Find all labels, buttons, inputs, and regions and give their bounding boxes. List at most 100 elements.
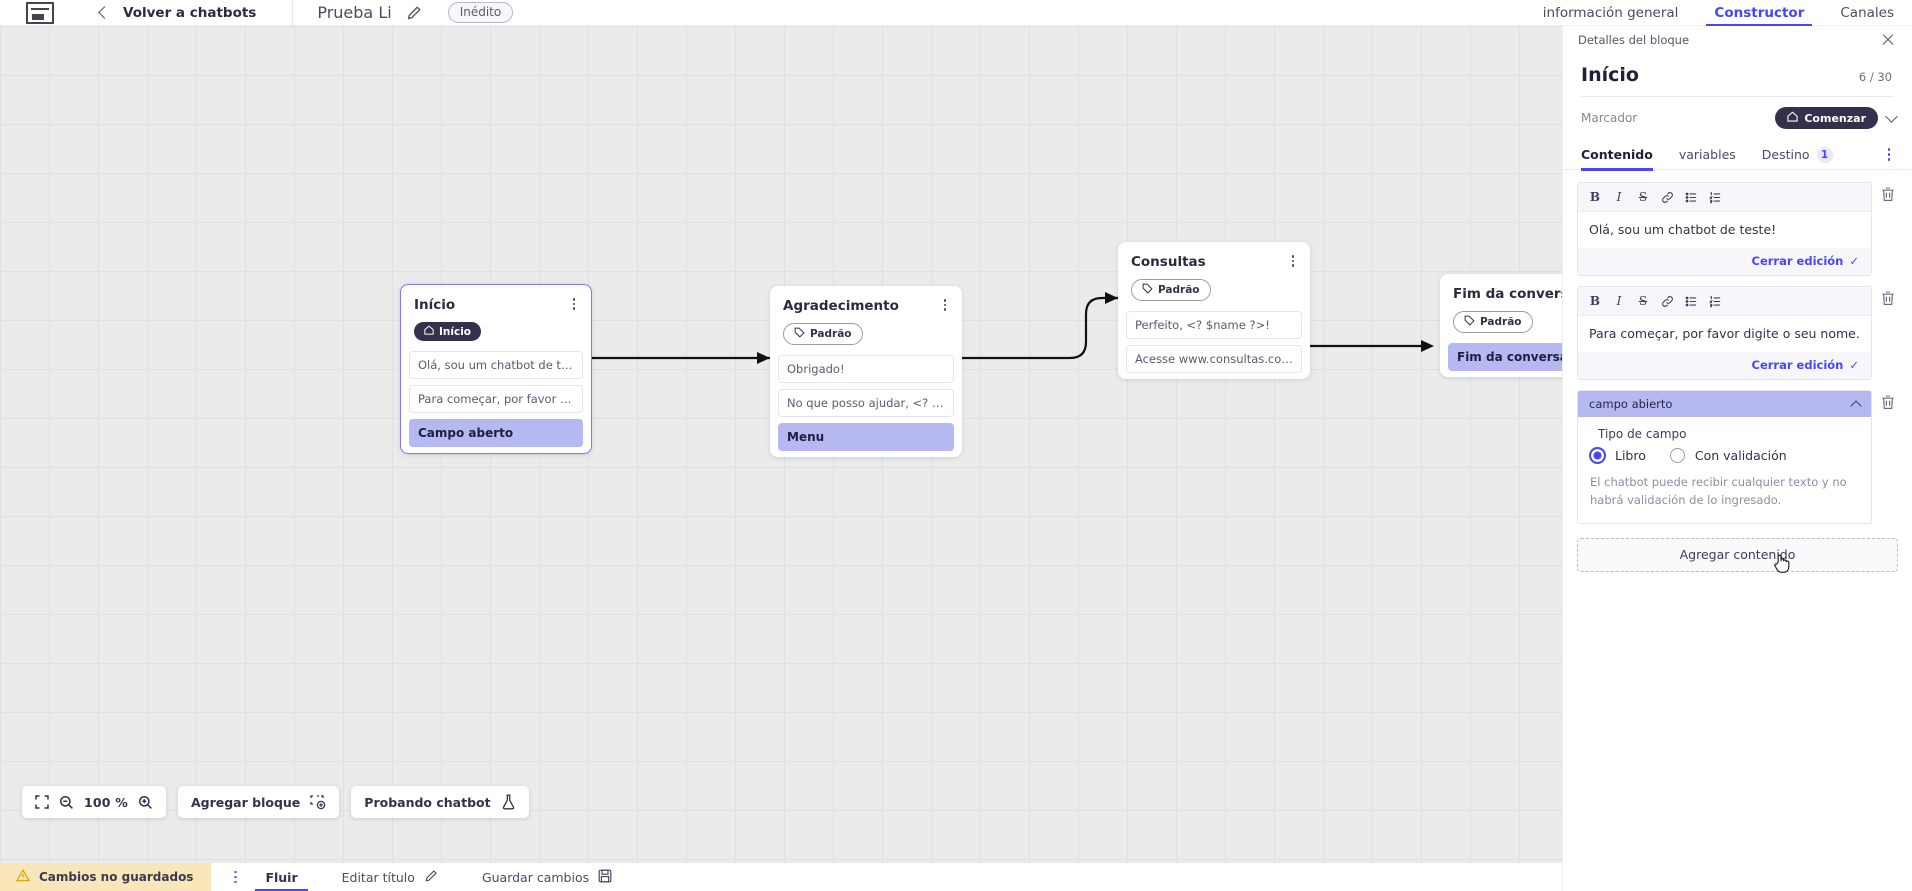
trash-icon[interactable] [1880,394,1898,414]
back-to-chatbots-link[interactable]: Volver a chatbots [123,4,257,21]
rich-text-editor[interactable]: B I S [1577,286,1872,381]
bullet-list-icon[interactable] [1680,187,1702,207]
marker-label: Marcador [1581,111,1638,125]
italic-icon[interactable]: I [1616,294,1622,309]
tab-constructor[interactable]: Constructor [1696,0,1822,26]
open-field-header[interactable]: campo abierto [1578,391,1871,418]
strikethrough-icon[interactable]: S [1638,190,1648,204]
link-icon[interactable] [1656,187,1678,207]
node-title: Agradecimento [783,298,899,314]
marker-controls: Comenzar [1775,107,1898,129]
close-edit-button[interactable]: Cerrar edición✓ [1578,248,1871,276]
numbered-list-icon[interactable] [1704,291,1726,311]
node-menu-icon[interactable] [567,296,581,312]
node-row[interactable]: Para começar, por favor digite o ... [409,385,583,413]
bold-icon[interactable]: B [1589,190,1601,204]
block-details-panel: Detalles del bloque Início 6 / 30 Marcad… [1562,26,1912,891]
destino-count-badge: 1 [1816,146,1833,163]
bottom-tab-fluir[interactable]: Fluir [243,863,319,891]
numbered-list-icon[interactable] [1704,187,1726,207]
add-content-button[interactable]: Agregar contenido [1577,537,1898,573]
rich-text-editor[interactable]: B I S [1577,182,1872,277]
tab-canales[interactable]: Canales [1840,5,1894,21]
bottom-tab-label: Editar título [341,869,415,885]
node-row[interactable]: Acesse www.consultas.com par... [1126,345,1302,373]
panel-title-row: Início 6 / 30 [1563,54,1912,96]
bottom-tab-editar-titulo[interactable]: Editar título [320,863,460,891]
flask-icon [501,794,516,810]
zoom-in-icon[interactable] [138,795,153,810]
panel-tabs: Contenido variables Destino 1 [1563,140,1912,171]
panel-tab-label: Destino [1761,147,1810,162]
flow-node-inicio[interactable]: Início Início Olá, sou um chatbot de tes… [400,284,592,454]
panel-tab-variables[interactable]: variables [1679,140,1736,170]
tab-informacion-general[interactable]: información general [1542,5,1679,21]
open-field-title: campo abierto [1589,397,1673,412]
panel-divider [1581,96,1894,97]
node-title: Início [414,297,456,313]
fit-screen-icon[interactable] [35,795,49,809]
field-type-label: Tipo de campo [1598,427,1687,442]
node-menu-icon[interactable] [1286,253,1300,269]
chevron-up-icon[interactable] [1850,400,1862,412]
node-row[interactable]: Perfeito, <? $name ?>! [1126,311,1302,339]
close-icon[interactable] [1880,32,1896,48]
unsaved-changes-label: Cambios no guardados [39,870,194,884]
marker-chip-label: Comenzar [1804,111,1866,125]
node-header: Início Início [401,285,591,341]
node-row[interactable]: Obrigado! [778,355,954,383]
close-edit-button[interactable]: Cerrar edición✓ [1578,352,1871,380]
editor-text-value[interactable]: Para começar, por favor digite o seu nom… [1578,316,1871,353]
editor-toolbar: B I S [1578,287,1871,317]
node-title: Consultas [1131,254,1206,270]
test-chatbot-label: Probando chatbot [364,794,491,810]
node-header: Consultas Padrão [1118,242,1310,301]
flow-node-agradecimento[interactable]: Agradecimento Padrão Obrigado! No que po… [770,286,962,457]
node-row[interactable]: Olá, sou um chatbot de teste! [409,351,583,379]
italic-icon[interactable]: I [1616,190,1622,204]
trash-icon[interactable] [1880,290,1898,310]
zoom-level: 100 % [84,794,128,810]
flow-canvas[interactable]: Início Início Olá, sou um chatbot de tes… [0,26,1562,866]
marker-row: Marcador Comenzar [1563,97,1912,140]
node-body: Fim da conversa [1440,333,1562,371]
node-row[interactable]: No que posso ajudar, <? $name ... [778,389,954,417]
back-chevron-icon[interactable] [98,6,111,19]
tag-icon [1142,283,1153,297]
bottom-tab-label: Fluir [265,869,298,885]
panel-content: B I S [1563,170,1912,524]
edit-title-pencil-icon[interactable] [406,5,422,21]
strikethrough-icon[interactable]: S [1638,294,1648,309]
node-row[interactable]: Fim da conversa [1448,343,1562,371]
bullet-list-icon[interactable] [1680,291,1702,311]
radio-libro[interactable] [1590,448,1605,464]
bottom-tab-guardar-cambios[interactable]: Guardar cambios [460,863,634,891]
node-tag-label: Padrão [810,328,852,340]
app-logo-icon[interactable] [26,1,54,24]
trash-icon[interactable] [1880,186,1898,206]
node-row[interactable]: Menu [778,423,954,451]
panel-tabs-menu-icon[interactable] [1880,140,1898,170]
radio-con-validacion[interactable] [1669,448,1685,464]
flow-node-consultas[interactable]: Consultas Padrão Perfeito, <? $name ?>! … [1118,242,1310,379]
add-block-button[interactable]: Agregar bloque [177,786,340,818]
panel-tab-destino[interactable]: Destino 1 [1762,140,1833,170]
editor-text-value[interactable]: Olá, sou um chatbot de teste! [1578,212,1871,249]
editor-toolbar: B I S [1578,183,1871,212]
bottom-menu-icon[interactable] [227,863,243,891]
tag-icon [1464,315,1475,329]
chevron-down-icon[interactable] [1885,109,1898,123]
bold-icon[interactable]: B [1589,294,1601,309]
content-block-text: B I S [1577,182,1898,277]
node-row[interactable]: Campo aberto [409,419,583,447]
panel-tab-contenido[interactable]: Contenido [1581,140,1653,171]
flow-node-fim-da-conversa[interactable]: Fim da conversa Padrão Fim da conversa [1440,274,1562,377]
canvas-toolbar: 100 % Agregar bloque Probando chatb [22,786,529,818]
warning-icon [15,868,31,885]
marker-start-chip[interactable]: Comenzar [1775,107,1878,129]
node-body: Olá, sou um chatbot de teste! Para começ… [401,341,591,447]
link-icon[interactable] [1656,291,1678,311]
node-menu-icon[interactable] [938,297,952,313]
zoom-out-icon[interactable] [59,795,74,810]
test-chatbot-button[interactable]: Probando chatbot [351,786,529,818]
